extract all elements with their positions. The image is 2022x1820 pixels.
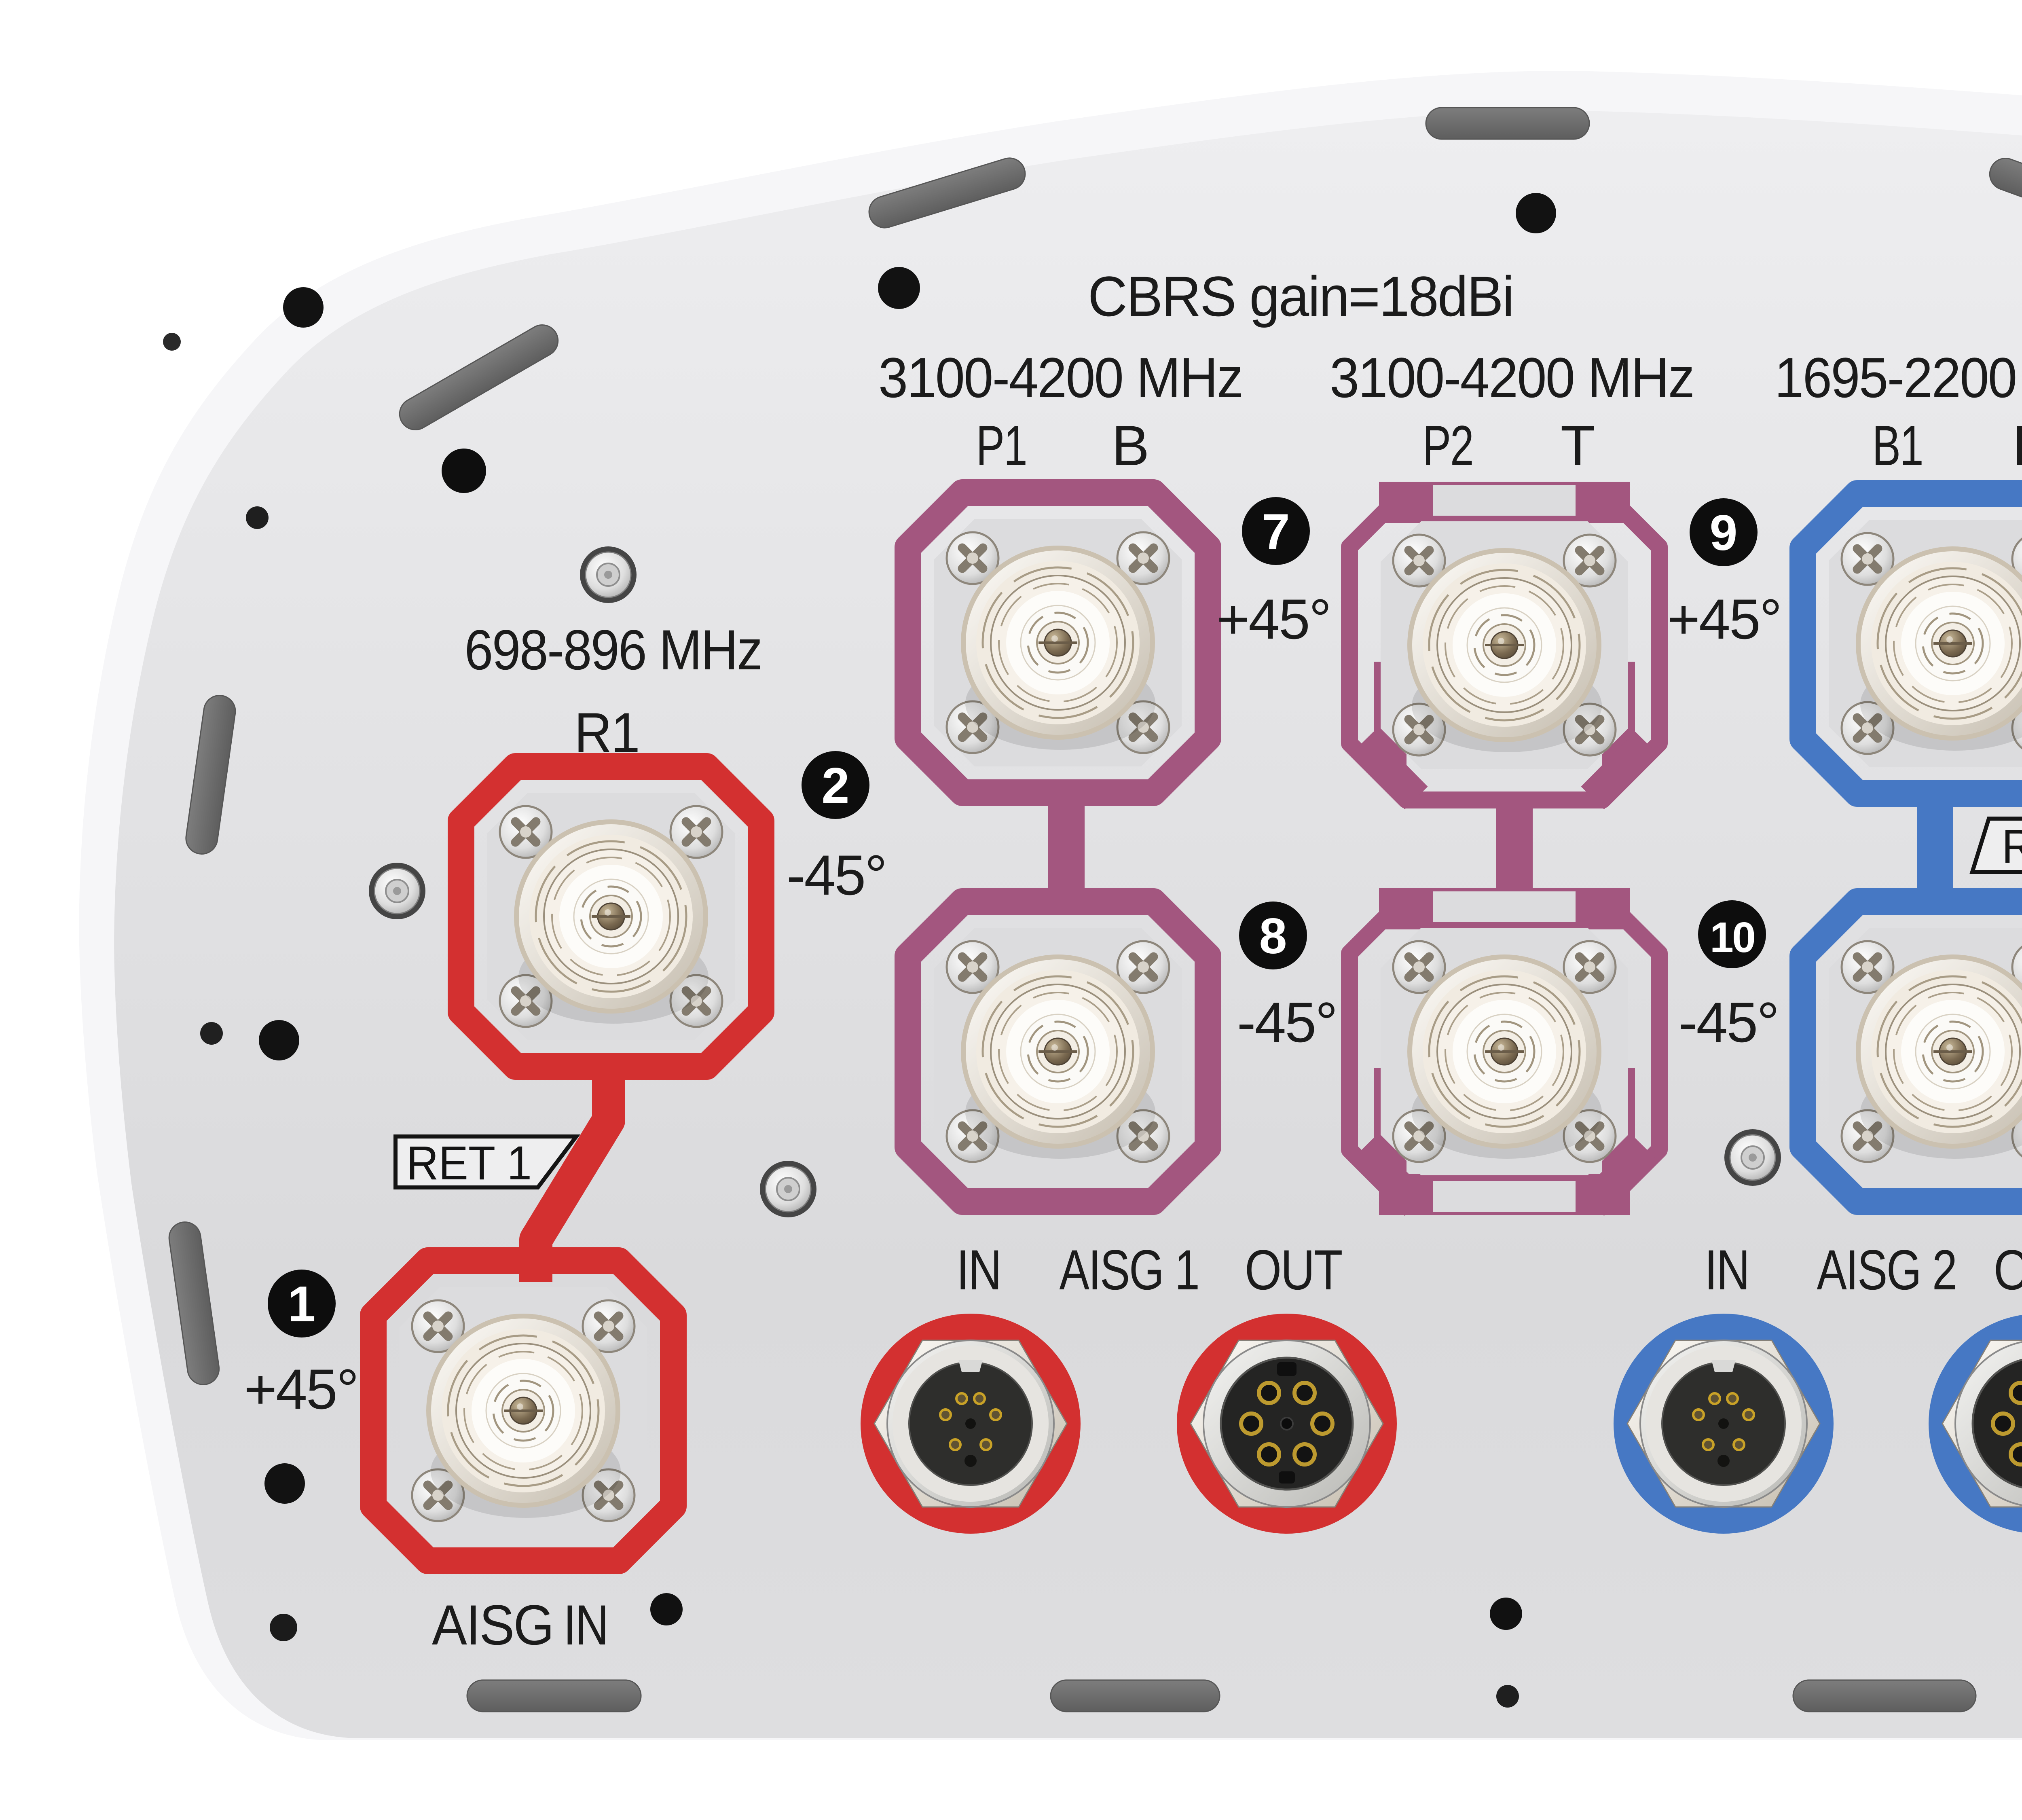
svg-text:+45°: +45° (1216, 587, 1330, 651)
svg-text:7: 7 (1262, 504, 1290, 560)
svg-text:AISG: AISG (432, 1593, 553, 1657)
svg-text:T: T (1561, 414, 1594, 477)
svg-text:10: 10 (1710, 914, 1754, 961)
svg-text:3100-4200 MHz: 3100-4200 MHz (878, 346, 1242, 409)
svg-text:P1: P1 (976, 414, 1027, 477)
svg-text:1695-2200 MHz: 1695-2200 MHz (1775, 346, 2022, 409)
svg-text:3100-4200 MHz: 3100-4200 MHz (1330, 346, 1694, 409)
svg-text:+45°: +45° (244, 1357, 357, 1421)
svg-text:L: L (2012, 414, 2022, 477)
svg-text:AISG 2: AISG 2 (1817, 1238, 1956, 1302)
svg-text:IN: IN (1705, 1238, 1749, 1302)
svg-text:AISG 1: AISG 1 (1060, 1238, 1199, 1302)
svg-text:R1: R1 (574, 701, 639, 764)
svg-text:+45°: +45° (1667, 587, 1781, 651)
svg-text:-45°: -45° (787, 843, 886, 907)
svg-text:8: 8 (1259, 908, 1287, 964)
svg-text:B: B (1112, 414, 1148, 477)
svg-text:IN: IN (563, 1593, 608, 1657)
svg-text:-45°: -45° (1679, 990, 1778, 1054)
svg-text:698-896 MHz: 698-896 MHz (465, 618, 762, 681)
svg-text:-45°: -45° (1237, 990, 1337, 1054)
svg-text:B1: B1 (1872, 414, 1923, 477)
svg-text:OUT: OUT (1245, 1238, 1342, 1302)
svg-text:RET 2: RET 2 (2002, 820, 2022, 873)
svg-text:1: 1 (288, 1276, 316, 1332)
svg-text:RET 1: RET 1 (406, 1136, 532, 1190)
svg-text:OUT: OUT (1994, 1238, 2022, 1302)
svg-text:P2: P2 (1423, 414, 1473, 477)
svg-text:IN: IN (956, 1238, 1001, 1302)
svg-text:9: 9 (1710, 505, 1738, 561)
svg-text:CBRS gain=18dBi: CBRS gain=18dBi (1088, 265, 1513, 328)
svg-text:2: 2 (822, 758, 850, 814)
